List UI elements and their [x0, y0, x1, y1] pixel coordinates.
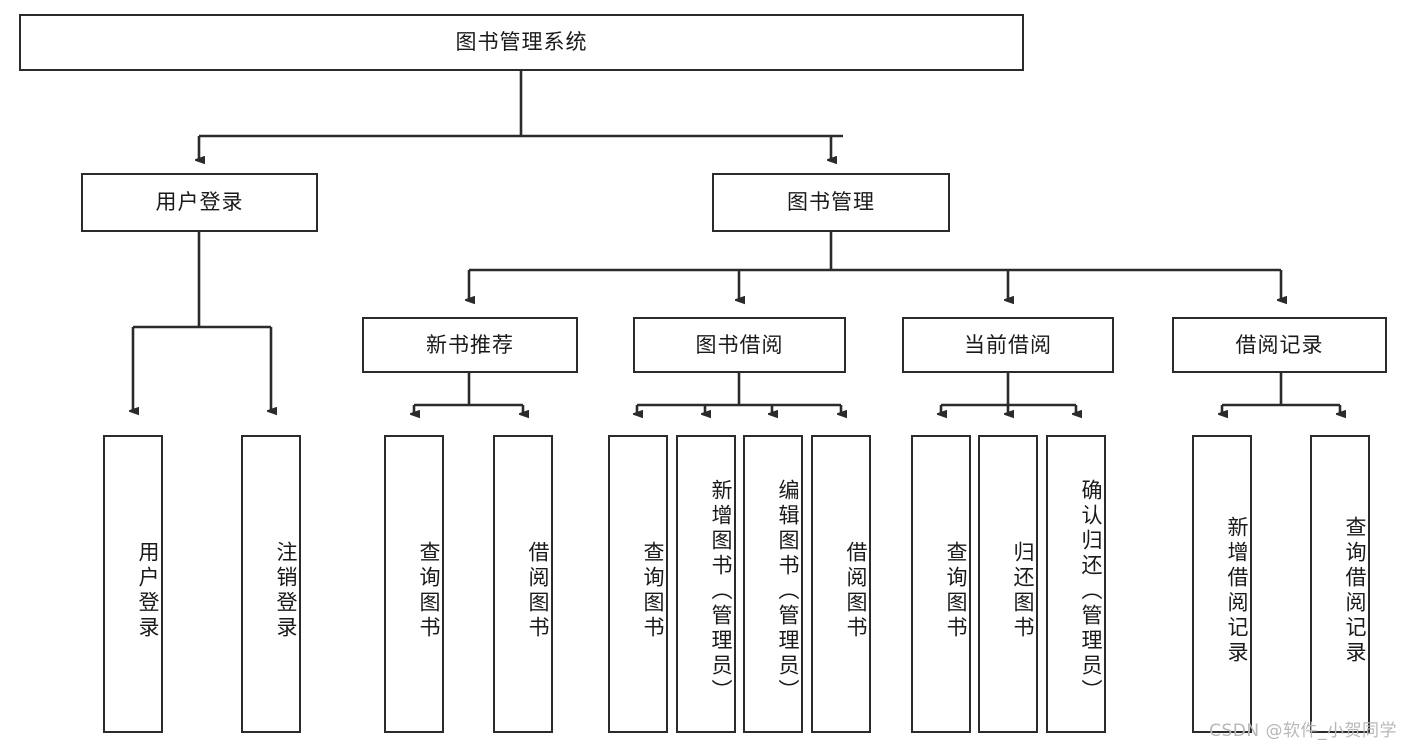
node-label: 用户登录: [136, 541, 160, 641]
leaf-book-borrow-edit-book-admin[interactable]: 编辑图书（管理员）: [743, 435, 803, 733]
node-label: 查询图书: [944, 541, 968, 641]
leaf-book-borrow-query-book[interactable]: 查询图书: [608, 435, 668, 733]
leaf-current-borrow-confirm-return-admin[interactable]: 确认归还（管理员）: [1046, 435, 1106, 733]
leaf-new-book-query-book[interactable]: 查询图书: [384, 435, 444, 733]
node-label: 确认归还（管理员）: [1079, 478, 1103, 704]
node-label: 用户登录: [155, 190, 244, 215]
node-root-book-management-system[interactable]: 图书管理系统: [19, 14, 1024, 71]
csdn-watermark: CSDN @软件_小贺同学: [1209, 721, 1397, 741]
leaf-user-login-login[interactable]: 用户登录: [103, 435, 163, 733]
node-label: 借阅记录: [1235, 332, 1324, 357]
leaf-book-borrow-borrow-book[interactable]: 借阅图书: [811, 435, 871, 733]
node-book-borrow[interactable]: 图书借阅: [633, 317, 846, 373]
node-label: 新增图书（管理员）: [709, 478, 733, 704]
node-borrow-record[interactable]: 借阅记录: [1172, 317, 1387, 373]
node-label: 注销登录: [274, 541, 298, 641]
node-current-borrow[interactable]: 当前借阅: [902, 317, 1114, 373]
leaf-book-borrow-add-book-admin[interactable]: 新增图书（管理员）: [676, 435, 736, 733]
node-label: 查询图书: [641, 541, 665, 641]
leaf-current-borrow-query-book[interactable]: 查询图书: [911, 435, 971, 733]
leaf-new-book-borrow-book[interactable]: 借阅图书: [493, 435, 553, 733]
node-user-login[interactable]: 用户登录: [81, 173, 318, 232]
node-label: 借阅图书: [526, 541, 550, 641]
node-label: 借阅图书: [844, 541, 868, 641]
leaf-borrow-record-add-record[interactable]: 新增借阅记录: [1192, 435, 1252, 733]
leaf-user-login-logout[interactable]: 注销登录: [241, 435, 301, 733]
node-label: 新书推荐: [426, 332, 514, 357]
node-label: 图书管理: [787, 190, 875, 215]
leaf-current-borrow-return-book[interactable]: 归还图书: [978, 435, 1038, 733]
node-book-management[interactable]: 图书管理: [712, 173, 950, 232]
node-new-book-recommend[interactable]: 新书推荐: [362, 317, 578, 373]
node-label: 编辑图书（管理员）: [776, 478, 800, 704]
node-label: 图书借阅: [695, 332, 784, 357]
node-label: 图书管理系统: [455, 30, 588, 55]
leaf-borrow-record-query-record[interactable]: 查询借阅记录: [1310, 435, 1370, 733]
node-label: 当前借阅: [964, 332, 1052, 357]
node-label: 新增借阅记录: [1225, 516, 1249, 666]
node-label: 查询图书: [417, 541, 441, 641]
node-label: 查询借阅记录: [1343, 516, 1367, 666]
node-label: 归还图书: [1011, 541, 1035, 641]
